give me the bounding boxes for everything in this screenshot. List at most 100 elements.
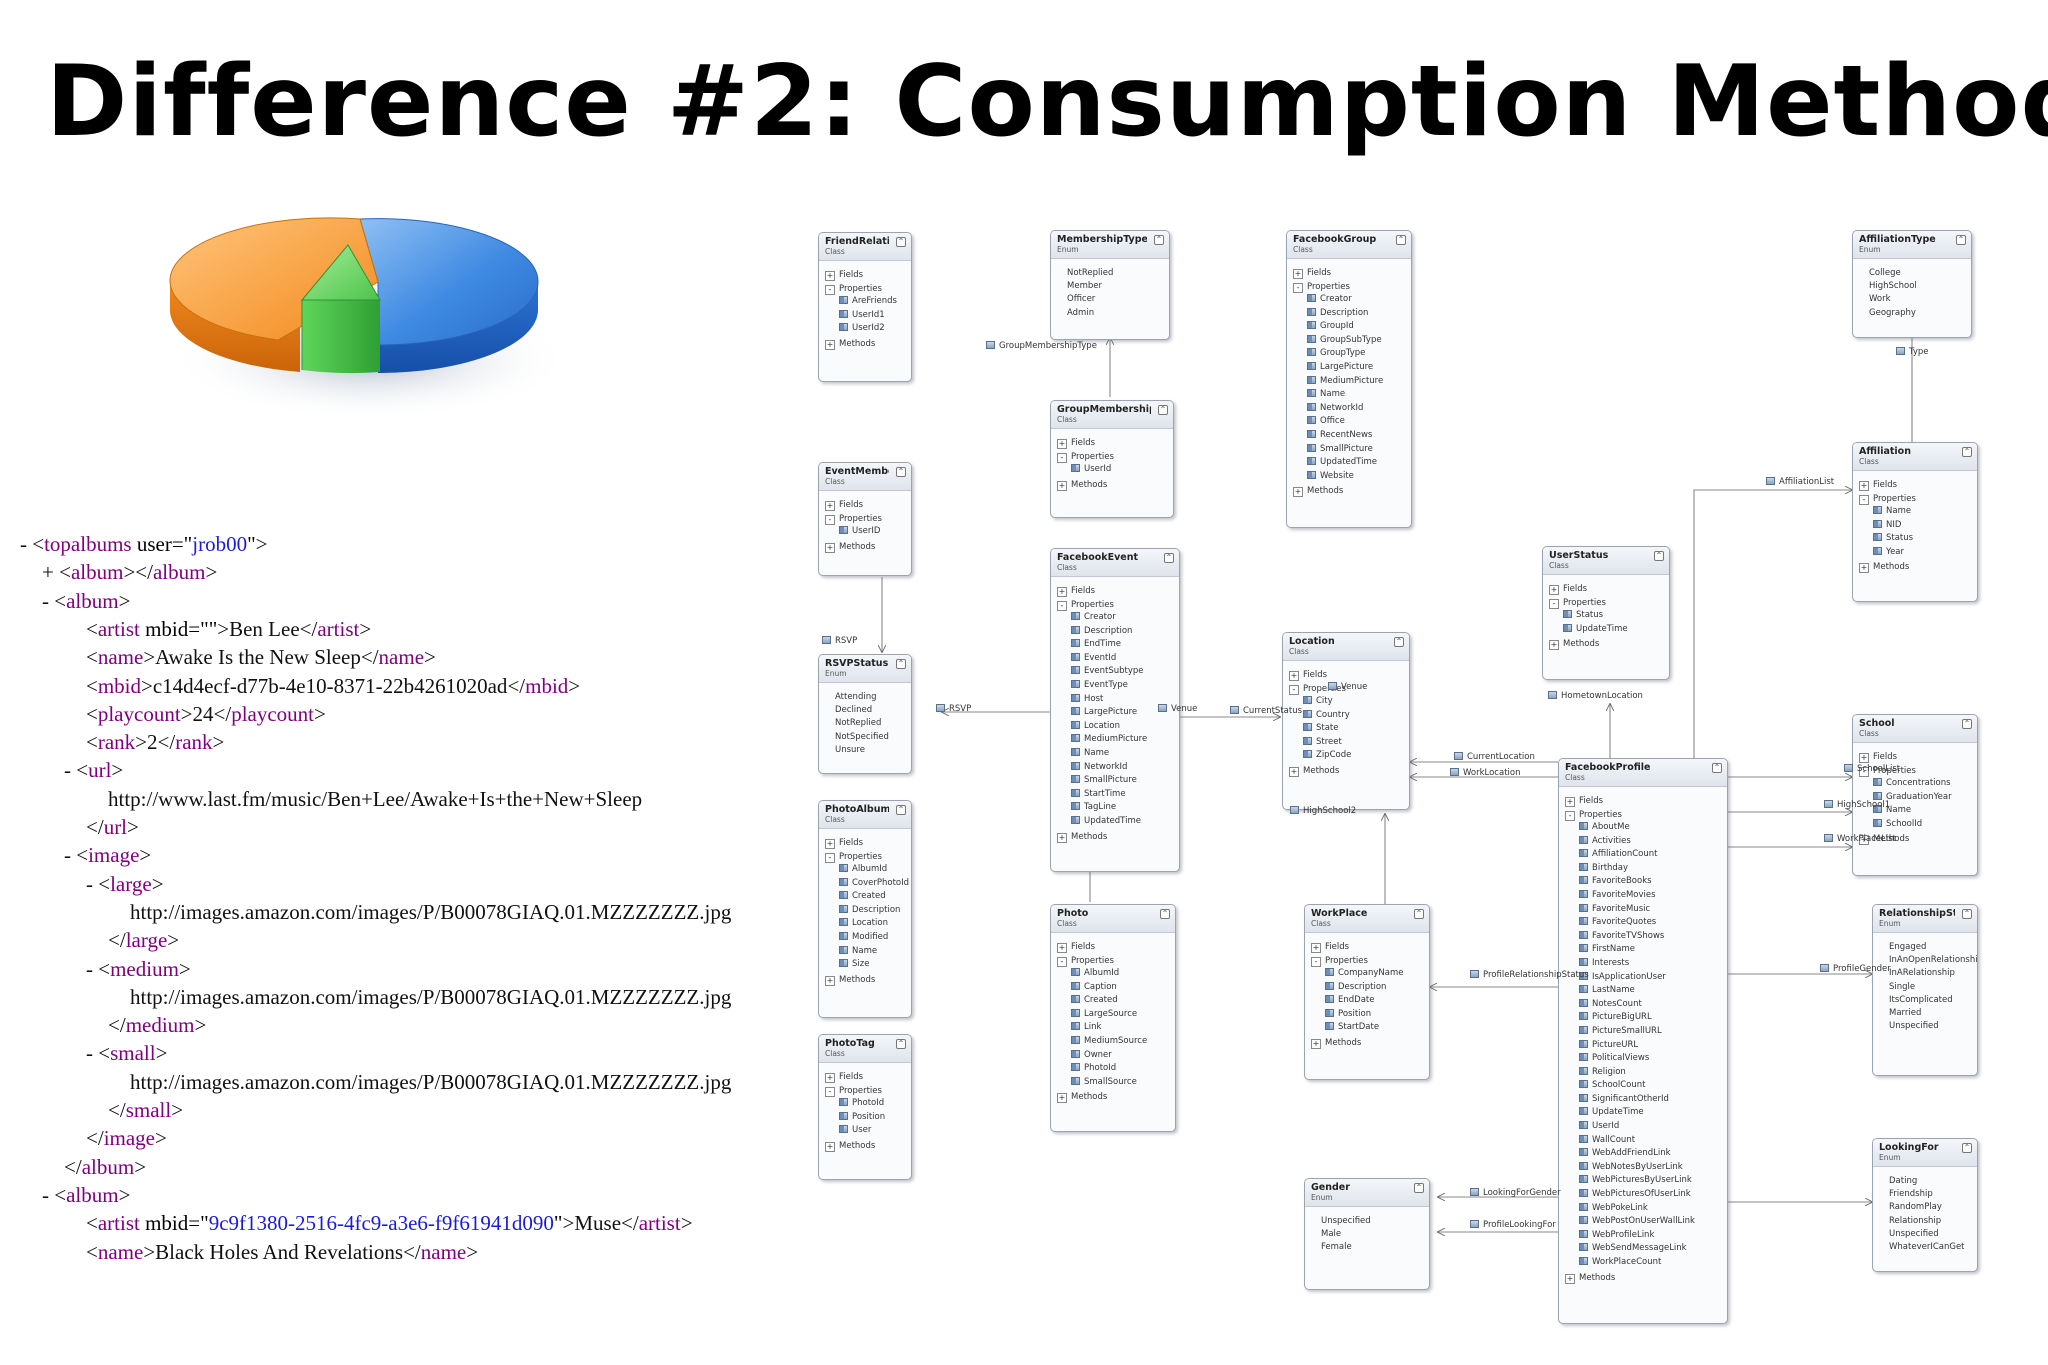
collapse-icon[interactable]: ⌃ [1154,235,1164,245]
expand-section-icon[interactable]: + [825,1073,835,1083]
expand-section-icon[interactable]: + [1289,671,1299,681]
expand-section-icon[interactable]: + [825,340,835,350]
collapse-icon[interactable]: ⌃ [1654,551,1664,561]
section-properties[interactable]: -Properties [1051,597,1179,611]
section-properties[interactable]: -Properties [819,849,911,863]
property-item: Concentrations [1853,777,1977,791]
collapse-icon[interactable]: ⌃ [1962,719,1972,729]
section-methods[interactable]: +Methods [1283,763,1409,777]
expand-section-icon[interactable]: + [1293,269,1303,279]
expand-section-icon[interactable]: + [825,976,835,986]
section-methods[interactable]: +Methods [1051,477,1173,491]
collapse-section-icon[interactable]: - [1565,811,1575,821]
collapse-section-icon[interactable]: - [825,285,835,295]
section-methods[interactable]: +Methods [1051,1089,1175,1103]
collapse-icon[interactable]: ⌃ [896,237,906,247]
section-properties[interactable]: -Properties [1051,953,1175,967]
collapse-icon[interactable]: ⌃ [1962,1143,1972,1153]
section-fields[interactable]: +Fields [1543,581,1669,595]
section-properties[interactable]: -Properties [1559,807,1727,821]
section-fields[interactable]: +Fields [1287,265,1411,279]
section-methods[interactable]: +Methods [1543,636,1669,650]
expand-section-icon[interactable]: + [1057,587,1067,597]
collapse-section-icon[interactable]: - [1289,685,1299,695]
section-fields[interactable]: +Fields [1051,583,1179,597]
section-methods[interactable]: +Methods [819,539,911,553]
section-methods[interactable]: +Methods [1559,1270,1727,1284]
section-properties[interactable]: -Properties [1305,953,1429,967]
section-fields[interactable]: +Fields [1051,435,1173,449]
section-methods[interactable]: +Methods [819,972,911,986]
expand-section-icon[interactable]: + [1859,563,1869,573]
collapse-section-icon[interactable]: - [825,1087,835,1097]
collapse-icon[interactable]: ⌃ [1164,553,1174,563]
expand-section-icon[interactable]: + [1057,943,1067,953]
collapse-section-icon[interactable]: - [1057,957,1067,967]
section-fields[interactable]: +Fields [1559,793,1727,807]
expand-section-icon[interactable]: + [1293,487,1303,497]
collapse-icon[interactable]: ⌃ [896,805,906,815]
collapse-section-icon[interactable]: - [1311,957,1321,967]
section-methods[interactable]: +Methods [1051,829,1179,843]
expand-section-icon[interactable]: + [825,543,835,553]
collapse-icon[interactable]: ⌃ [1962,909,1972,919]
section-methods[interactable]: +Methods [819,336,911,350]
expand-section-icon[interactable]: + [1859,753,1869,763]
section-fields[interactable]: +Fields [1283,667,1409,681]
section-methods[interactable]: +Methods [819,1138,911,1152]
expand-section-icon[interactable]: + [825,271,835,281]
section-properties[interactable]: -Properties [819,1083,911,1097]
expand-section-icon[interactable]: + [1057,439,1067,449]
expand-section-icon[interactable]: + [1057,481,1067,491]
section-fields[interactable]: +Fields [1305,939,1429,953]
collapse-icon[interactable]: ⌃ [1414,909,1424,919]
section-fields[interactable]: +Fields [1853,749,1977,763]
section-properties[interactable]: -Properties [1287,279,1411,293]
collapse-icon[interactable]: ⌃ [1394,637,1404,647]
expand-section-icon[interactable]: + [1565,1274,1575,1284]
collapse-icon[interactable]: ⌃ [1962,447,1972,457]
expand-section-icon[interactable]: + [1859,481,1869,491]
section-properties[interactable]: -Properties [1051,449,1173,463]
section-methods[interactable]: +Methods [1853,559,1977,573]
section-fields[interactable]: +Fields [819,267,911,281]
expand-section-icon[interactable]: + [825,501,835,511]
section-fields[interactable]: +Fields [819,1069,911,1083]
collapse-icon[interactable]: ⌃ [1712,763,1722,773]
collapse-section-icon[interactable]: - [1057,453,1067,463]
section-methods[interactable]: +Methods [1287,483,1411,497]
expand-section-icon[interactable]: + [825,1142,835,1152]
collapse-section-icon[interactable]: - [825,853,835,863]
section-fields[interactable]: +Fields [819,497,911,511]
collapse-section-icon[interactable]: - [1057,601,1067,611]
collapse-icon[interactable]: ⌃ [896,467,906,477]
section-methods[interactable]: +Methods [1305,1035,1429,1049]
collapse-icon[interactable]: ⌃ [896,659,906,669]
expand-section-icon[interactable]: + [1549,585,1559,595]
expand-section-icon[interactable]: + [1289,767,1299,777]
collapse-icon[interactable]: ⌃ [896,1039,906,1049]
expand-section-icon[interactable]: + [1311,1039,1321,1049]
expand-section-icon[interactable]: + [1057,833,1067,843]
collapse-icon[interactable]: ⌃ [1956,235,1966,245]
section-properties[interactable]: -Properties [819,511,911,525]
expand-section-icon[interactable]: + [1057,1093,1067,1103]
expand-section-icon[interactable]: + [1311,943,1321,953]
section-fields[interactable]: +Fields [1051,939,1175,953]
collapse-icon[interactable]: ⌃ [1396,235,1406,245]
expand-section-icon[interactable]: + [1565,797,1575,807]
collapse-section-icon[interactable]: - [825,515,835,525]
collapse-icon[interactable]: ⌃ [1160,909,1170,919]
section-properties[interactable]: -Properties [1853,491,1977,505]
collapse-section-icon[interactable]: - [1549,599,1559,609]
section-properties[interactable]: -Properties [1543,595,1669,609]
collapse-icon[interactable]: ⌃ [1414,1183,1424,1193]
collapse-section-icon[interactable]: - [1859,495,1869,505]
collapse-section-icon[interactable]: - [1293,283,1303,293]
section-fields[interactable]: +Fields [1853,477,1977,491]
expand-section-icon[interactable]: + [825,839,835,849]
expand-section-icon[interactable]: + [1549,640,1559,650]
section-fields[interactable]: +Fields [819,835,911,849]
section-properties[interactable]: -Properties [819,281,911,295]
collapse-icon[interactable]: ⌃ [1158,405,1168,415]
